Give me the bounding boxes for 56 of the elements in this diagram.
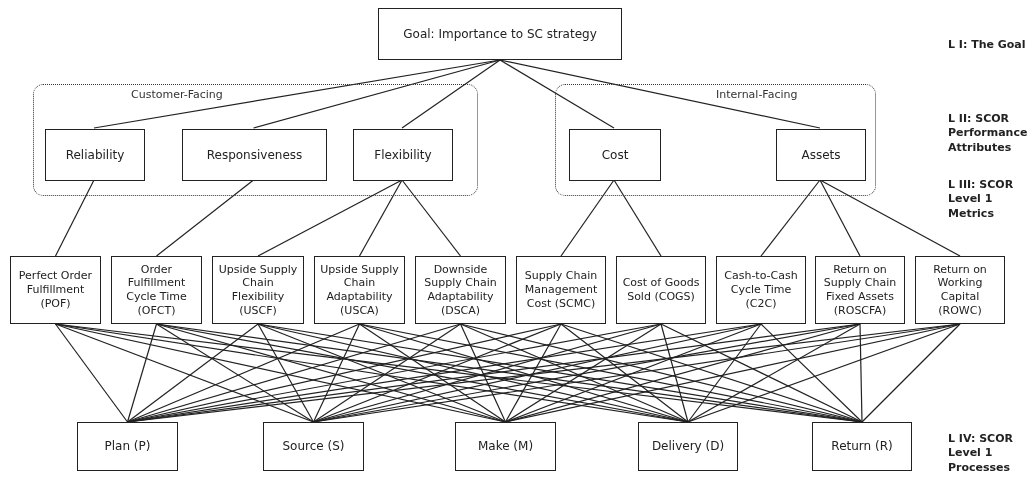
connector-line: [819, 179, 861, 257]
connector-line: [257, 323, 315, 423]
goal-box: Goal: Importance to SC strategy: [378, 8, 622, 60]
metric-box: Cost of Goods Sold (COGS): [616, 256, 706, 324]
connector-line: [155, 179, 255, 257]
attribute-box: Reliability: [45, 129, 145, 181]
process-box: Source (S): [263, 422, 364, 471]
connector-line: [859, 323, 863, 423]
connector-line: [499, 59, 615, 129]
connector-line: [660, 323, 689, 423]
connector-line: [155, 323, 315, 423]
metric-box: Order Fulfillment Cycle Time (OFCT): [111, 256, 202, 324]
process-box: Plan (P): [77, 422, 178, 471]
process-box: Delivery (D): [638, 422, 738, 471]
level-label: L IV: SCOR Level 1 Processes: [948, 432, 1014, 475]
metric-box: Perfect Order Fulfillment (POF): [10, 256, 101, 324]
connector-line: [54, 323, 129, 423]
metric-box: Downside Supply Chain Adaptability (DSCA): [415, 256, 506, 324]
connector-line: [126, 323, 158, 423]
metric-box: Upside Supply Chain Adaptability (USCA): [314, 256, 405, 324]
attribute-box: Flexibility: [353, 129, 453, 181]
connector-line: [504, 323, 662, 423]
connector-line: [760, 179, 821, 257]
connector-line: [358, 323, 507, 423]
attribute-box: Assets: [776, 129, 866, 181]
process-box: Return (R): [812, 422, 912, 471]
metric-box: Cash-to-Cash Cycle Time (C2C): [716, 256, 806, 324]
group-heading: Internal-Facing: [716, 88, 798, 101]
level-label: L II: SCOR Performance Attributes: [948, 112, 1029, 155]
connector-line: [560, 323, 689, 423]
level-label: L III: SCOR Level 1 Metrics: [948, 178, 1015, 221]
connector-line: [613, 179, 662, 257]
metric-box: Upside Supply Chain Flexibility (USCF): [212, 256, 304, 324]
connector-line: [459, 323, 689, 423]
connector-line: [560, 179, 615, 257]
connector-line: [257, 179, 403, 257]
metric-box: Return on Supply Chain Fixed Assets (ROSCFA): [815, 256, 905, 324]
metric-box: Return on Working Capital (ROWC): [915, 256, 1005, 324]
connector-line: [504, 323, 562, 423]
connector-line: [54, 179, 95, 257]
attribute-box: Cost: [569, 129, 661, 181]
connector-line: [819, 179, 961, 257]
connector-line: [401, 59, 501, 129]
connector-line: [126, 323, 259, 423]
connector-line: [401, 179, 462, 257]
connector-line: [760, 323, 863, 423]
connector-line: [861, 323, 961, 423]
connector-line: [459, 323, 507, 423]
connector-line: [687, 323, 762, 423]
level-label: L I: The Goal: [948, 38, 1027, 53]
group-heading: Customer-Facing: [131, 88, 223, 101]
connector-line: [312, 323, 361, 423]
attribute-box: Responsiveness: [182, 129, 327, 181]
metric-box: Supply Chain Management Cost (SCMC): [516, 256, 606, 324]
process-box: Make (M): [455, 422, 556, 471]
connector-line: [358, 179, 403, 257]
